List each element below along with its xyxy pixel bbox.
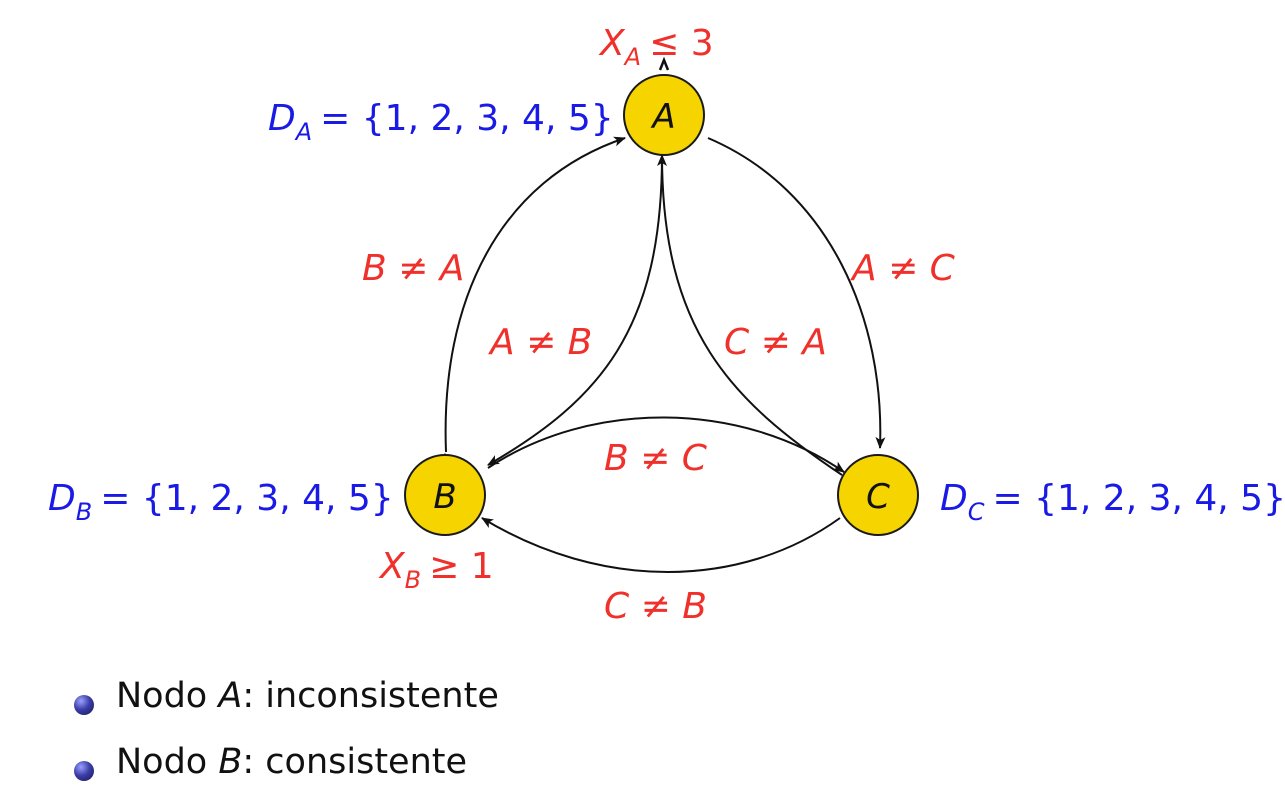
edge-c-to-b — [481, 517, 841, 573]
edge-c-to-a — [657, 154, 843, 476]
node-a: A — [623, 74, 705, 156]
edge-a-to-b — [487, 154, 663, 466]
unary-constraint-b: XB≥ 1 — [378, 546, 494, 594]
node-b-label: B — [433, 477, 456, 517]
bullet-text: Nodo A: inconsistente — [116, 676, 499, 716]
edge-b-to-c — [487, 416, 845, 473]
node-c-label: C — [866, 477, 890, 517]
domain-b: DB= {1, 2, 3, 4, 5} — [48, 478, 394, 526]
edge-label-b-neq-a: B ≠ A — [362, 248, 464, 289]
domain-a: DA= {1, 2, 3, 4, 5} — [268, 98, 614, 146]
bullet-text: Nodo B: consistente — [116, 742, 468, 782]
edge-label-a-neq-c: A ≠ C — [850, 248, 956, 289]
edge-b-to-a — [444, 136, 626, 453]
edge-a-to-c — [707, 137, 886, 449]
bullet-icon — [74, 761, 94, 781]
edge-label-c-neq-a: C ≠ A — [724, 322, 827, 363]
edge-label-a-neq-b: A ≠ B — [488, 322, 592, 363]
unary-mark-a-icon — [658, 56, 670, 71]
domain-c: DC= {1, 2, 3, 4, 5} — [940, 478, 1285, 526]
node-a-label: A — [650, 97, 675, 137]
edge-label-b-neq-c: B ≠ C — [604, 438, 708, 479]
unary-constraint-a: XA≤ 3 — [598, 23, 714, 71]
node-c: C — [837, 454, 919, 536]
bullet-icon — [74, 695, 94, 715]
node-b: B — [404, 454, 486, 536]
edge-label-c-neq-b: C ≠ B — [604, 586, 707, 627]
